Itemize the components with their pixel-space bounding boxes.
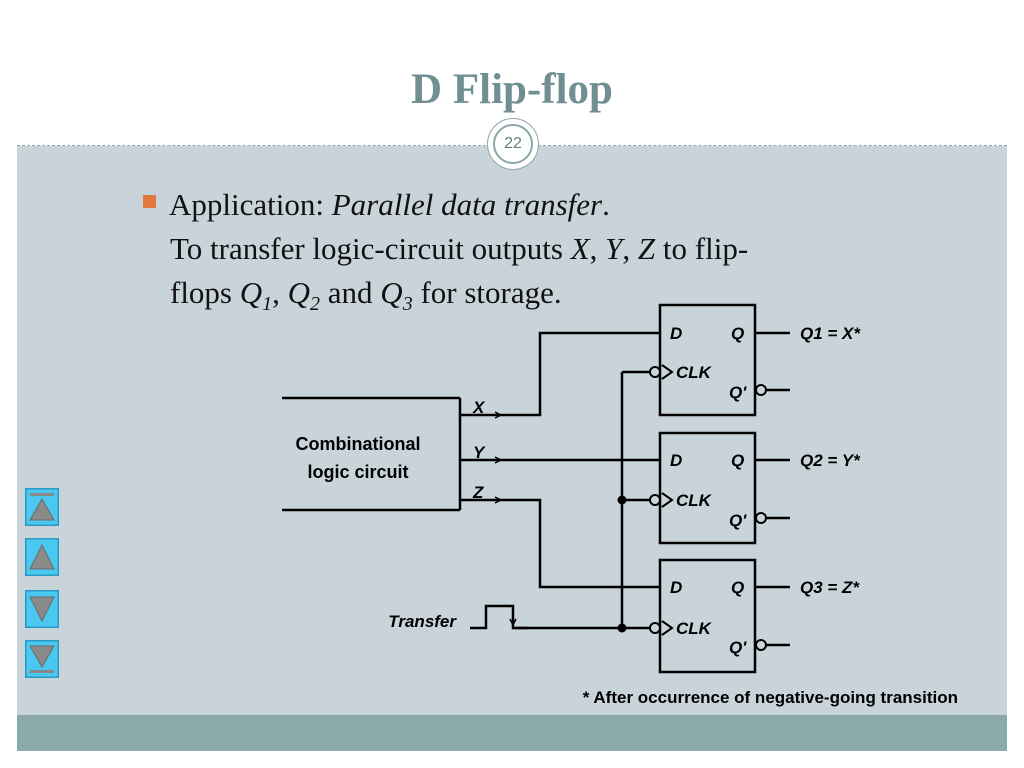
footnote: * After occurrence of negative-going tra…: [583, 688, 958, 707]
ff2-clk-label: CLK: [676, 491, 713, 510]
comb-label-1: Combinational: [296, 434, 421, 454]
previous-page-icon: [25, 538, 59, 576]
page-number: 22: [493, 124, 533, 164]
bullet-line-2: To transfer logic-circuit outputs X, Y, …: [170, 231, 749, 266]
clk3-bubble-icon: [649, 622, 661, 634]
q3-sub: 3: [402, 293, 413, 316]
ff3-d-label: D: [670, 578, 682, 597]
var-z: Z: [637, 231, 656, 266]
z-label: Z: [472, 483, 484, 502]
flipflop-3: [658, 558, 757, 674]
first-page-button[interactable]: [25, 488, 59, 526]
ff2-d-label: D: [670, 451, 682, 470]
next-page-button[interactable]: [25, 590, 59, 628]
z-wire: [460, 498, 660, 589]
x-wire: [460, 331, 660, 417]
ff3-q-label: Q: [731, 578, 744, 597]
var-x: X: [570, 231, 590, 266]
q3-letter: Q: [380, 275, 403, 310]
q1-sub: 1: [262, 293, 273, 316]
q1-label: Q1 = X*: [800, 324, 861, 343]
previous-page-button[interactable]: [25, 538, 59, 576]
y-arrow-icon: [494, 456, 503, 464]
q2-label: Q2 = Y*: [800, 451, 861, 470]
page-number-badge: 22: [487, 118, 539, 170]
footer-band: [17, 715, 1007, 751]
flipflop-1: [658, 303, 757, 417]
q1-letter: Q: [239, 275, 263, 310]
line3-suffix: for storage.: [412, 275, 562, 310]
bullet-square-icon: [143, 195, 156, 208]
clk2-bubble-icon: [649, 494, 661, 506]
next-page-icon: [25, 590, 59, 628]
y-label: Y: [473, 443, 486, 462]
q3bar-bubble-icon: [755, 639, 767, 651]
ff1-qbar-label: Q': [729, 383, 747, 402]
ff2-q-label: Q: [731, 451, 744, 470]
q3-label: Q3 = Z*: [800, 578, 860, 597]
ff2-qbar-label: Q': [729, 511, 747, 530]
junction-dot-2: [617, 623, 627, 633]
bullet-suffix: .: [602, 187, 610, 222]
slide-title: D Flip-flop: [411, 66, 613, 113]
clk1-bubble-icon: [649, 366, 661, 378]
ff3-clk-label: CLK: [676, 619, 713, 638]
clk3-triangle-icon: [661, 620, 674, 636]
q2-sub: 2: [310, 293, 321, 316]
transfer-label: Transfer: [388, 612, 457, 631]
line3-prefix: flops: [170, 275, 240, 310]
last-page-icon: [25, 640, 59, 678]
ff1-clk-label: CLK: [676, 363, 713, 382]
sep1: ,: [272, 275, 288, 310]
line2-prefix: To transfer logic-circuit outputs: [170, 231, 571, 266]
z-arrow-icon: [494, 496, 503, 504]
q2bar-bubble-icon: [755, 512, 767, 524]
first-page-icon: [25, 488, 59, 526]
ff1-q-label: Q: [731, 324, 744, 343]
and-word: and: [320, 275, 381, 310]
comb-label-2: logic circuit: [307, 462, 408, 482]
transfer-arrow-icon: [509, 618, 517, 627]
x-arrow-icon: [494, 411, 503, 419]
q2-letter: Q: [287, 275, 311, 310]
clk2-triangle-icon: [661, 492, 674, 508]
transfer-pulse: [470, 604, 528, 630]
bullet-text: Application: Parallel data transfer. To …: [169, 183, 989, 315]
clk1-triangle-icon: [661, 364, 674, 380]
bullet-line-3: flops Q1, Q2 and Q3 for storage.: [169, 271, 989, 315]
bullet-prefix: Application:: [169, 187, 332, 222]
line2-suffix: to flip-: [655, 231, 749, 266]
ff1-d-label: D: [670, 324, 682, 343]
bullet-emphasis: Parallel data transfer: [331, 187, 603, 222]
q1bar-bubble-icon: [755, 384, 767, 396]
flipflop-2: [658, 431, 757, 545]
x-label: X: [472, 398, 486, 417]
last-page-button[interactable]: [25, 640, 59, 678]
var-y: Y: [605, 231, 623, 266]
bullet-line-1: Application: Parallel data transfer.: [169, 183, 989, 227]
ff3-qbar-label: Q': [729, 638, 747, 657]
junction-dot-1: [617, 495, 627, 505]
